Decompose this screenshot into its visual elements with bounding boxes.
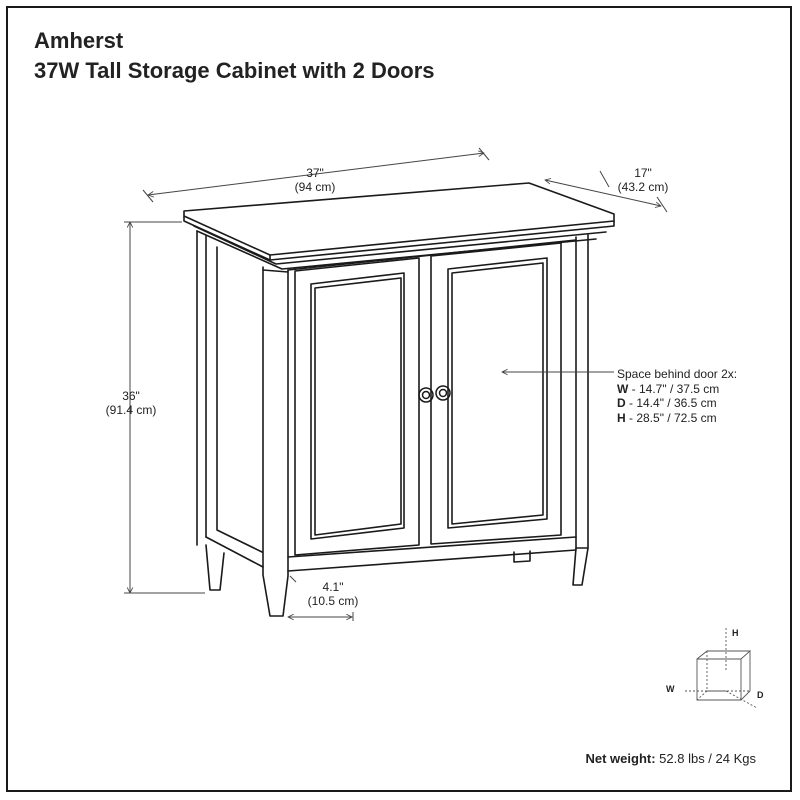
interior-note-row: D - 14.4" / 36.5 cm <box>617 396 717 410</box>
left-door <box>294 257 420 556</box>
axis-label-w: W <box>666 684 675 694</box>
page-border <box>6 6 792 792</box>
axis-label-d: D <box>757 690 764 700</box>
height-label: 36" (91.4 cm) <box>105 389 157 417</box>
axis-label-h: H <box>732 628 739 638</box>
net-weight-value: 52.8 lbs / 24 Kgs <box>655 751 756 766</box>
width-dimension-line <box>148 153 484 195</box>
interior-note-row: H - 28.5" / 72.5 cm <box>617 410 717 425</box>
clearance-label: 4.1" (10.5 cm) <box>307 580 359 608</box>
net-weight: Net weight: 52.8 lbs / 24 Kgs <box>585 751 756 766</box>
interior-note-heading: Space behind door 2x: <box>617 367 738 381</box>
interior-note-row: W - 14.7" / 37.5 cm <box>617 381 720 396</box>
front-right-leg <box>572 234 589 586</box>
interior-space-note: Space behind door 2x: W - 14.7" / 37.5 c… <box>617 367 737 425</box>
width-label: 37" (94 cm) <box>294 166 336 194</box>
brand-title: Amherst <box>34 28 124 53</box>
front-left-leg <box>262 266 289 617</box>
depth-label: 17" (43.2 cm) <box>617 166 669 194</box>
depth-dimension-line <box>545 180 661 206</box>
net-weight-label: Net weight: <box>585 751 656 766</box>
door-knobs <box>418 385 451 403</box>
axis-cube-icon <box>685 628 758 709</box>
right-door <box>430 242 562 545</box>
product-title: 37W Tall Storage Cabinet with 2 Doors <box>34 58 435 83</box>
